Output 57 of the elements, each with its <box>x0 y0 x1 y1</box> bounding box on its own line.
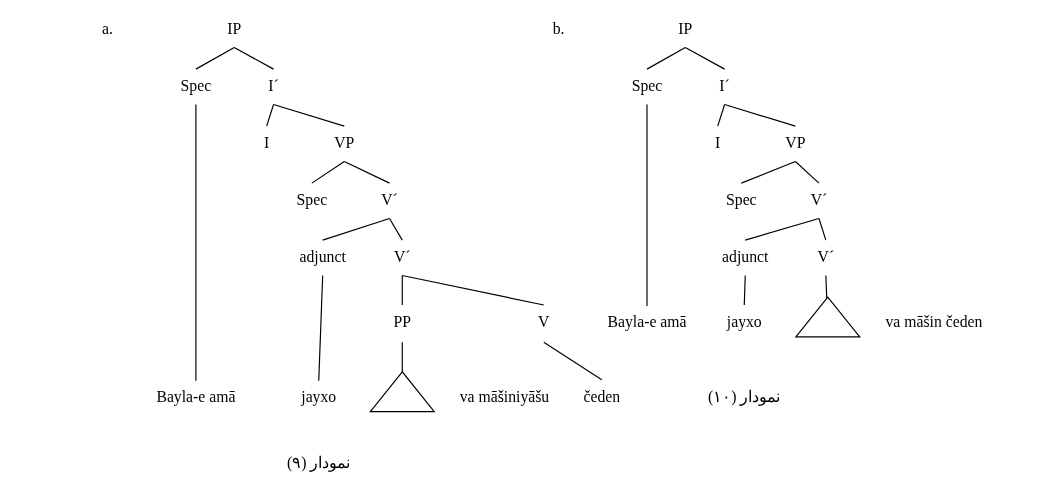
label: b. <box>552 19 565 37</box>
connector <box>401 274 403 306</box>
label: نمودار (۹) <box>287 453 351 471</box>
node-text: Spec <box>296 190 328 208</box>
connector <box>311 160 345 184</box>
connector <box>322 217 391 241</box>
node-text: IP <box>227 19 242 37</box>
node-text: VP <box>334 133 355 151</box>
connector <box>195 46 235 70</box>
connector <box>543 341 603 381</box>
node-text: V´ <box>393 247 411 265</box>
connector <box>743 274 746 306</box>
node-text: Spec <box>180 76 212 94</box>
node-text: V´ <box>817 247 835 265</box>
node-text: PP <box>393 313 412 331</box>
connector <box>724 103 796 127</box>
connector <box>646 46 686 70</box>
connector <box>794 160 820 184</box>
node-label: va māšin čeden <box>885 313 983 331</box>
connector <box>195 103 197 382</box>
node-triangle <box>369 370 436 413</box>
connector <box>818 217 827 241</box>
connector <box>272 103 345 127</box>
node-text: V´ <box>810 190 828 208</box>
label: نمودار (۱۰) <box>708 388 781 406</box>
label: a. <box>102 19 113 37</box>
connector <box>717 103 726 127</box>
node-triangle <box>794 296 861 338</box>
connector <box>684 46 726 70</box>
node-label: va māšiniyāšu <box>459 388 550 406</box>
node-text: V <box>538 313 550 331</box>
node-text: jayxo <box>301 388 337 406</box>
connector <box>318 274 324 382</box>
node-text: Spec <box>726 190 757 208</box>
node-text: I <box>264 133 270 151</box>
node-text: VP <box>785 133 806 151</box>
node-text: čeden <box>583 388 621 406</box>
node-text: jayxo <box>726 313 762 331</box>
connector <box>266 103 275 127</box>
node-text: adjunct <box>722 247 769 265</box>
node-text: Bayla-e amā <box>607 313 687 331</box>
node-text: adjunct <box>299 247 346 265</box>
connector <box>825 274 828 299</box>
connector <box>744 217 820 241</box>
node-text: V´ <box>381 190 398 208</box>
connector <box>343 160 391 184</box>
connector <box>388 217 403 241</box>
connector <box>401 274 545 306</box>
connector <box>401 341 403 373</box>
node-text: I´ <box>268 76 279 94</box>
node-text: IP <box>678 19 693 37</box>
connector <box>233 46 275 70</box>
connector <box>740 160 796 184</box>
node-text: I´ <box>719 76 730 94</box>
node-text: I <box>715 133 721 151</box>
node-text: Bayla-e amā <box>156 388 236 406</box>
node-text: Spec <box>631 76 663 94</box>
